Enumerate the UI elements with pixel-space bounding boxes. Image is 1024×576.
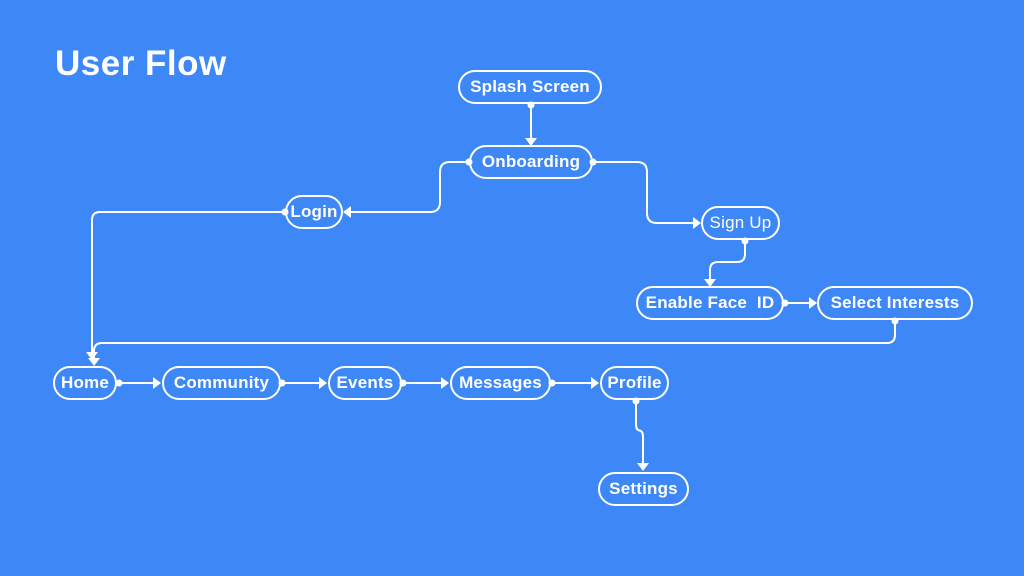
connector-signup-to-enable-face-id <box>704 237 749 287</box>
node-community[interactable]: Community <box>162 366 281 400</box>
node-settings[interactable]: Settings <box>598 472 689 506</box>
connector-profile-to-settings <box>632 397 649 471</box>
node-login[interactable]: Login <box>285 195 343 229</box>
connector-splash-to-onboarding <box>525 101 537 146</box>
connector-community-to-events <box>278 377 327 389</box>
connector-messages-to-profile <box>548 377 599 389</box>
node-profile[interactable]: Profile <box>600 366 669 400</box>
connector-onboarding-to-signup <box>589 158 701 229</box>
node-home[interactable]: Home <box>53 366 117 400</box>
connector-events-to-messages <box>399 377 449 389</box>
connector-home-to-community <box>115 377 161 389</box>
node-splash-screen[interactable]: Splash Screen <box>458 70 602 104</box>
node-select-interests[interactable]: Select Interests <box>817 286 973 320</box>
node-enable-face-id[interactable]: Enable Face ID <box>636 286 784 320</box>
node-messages[interactable]: Messages <box>450 366 551 400</box>
connector-select-interests-to-home <box>88 317 899 366</box>
node-events[interactable]: Events <box>328 366 402 400</box>
node-onboarding[interactable]: Onboarding <box>469 145 593 179</box>
node-sign-up[interactable]: Sign Up <box>701 206 780 240</box>
connector-login-to-home <box>86 208 289 360</box>
connector-onboarding-to-login <box>343 158 473 218</box>
connector-enable-face-id-to-select-interests <box>781 297 817 309</box>
page-title: User Flow <box>55 44 227 83</box>
